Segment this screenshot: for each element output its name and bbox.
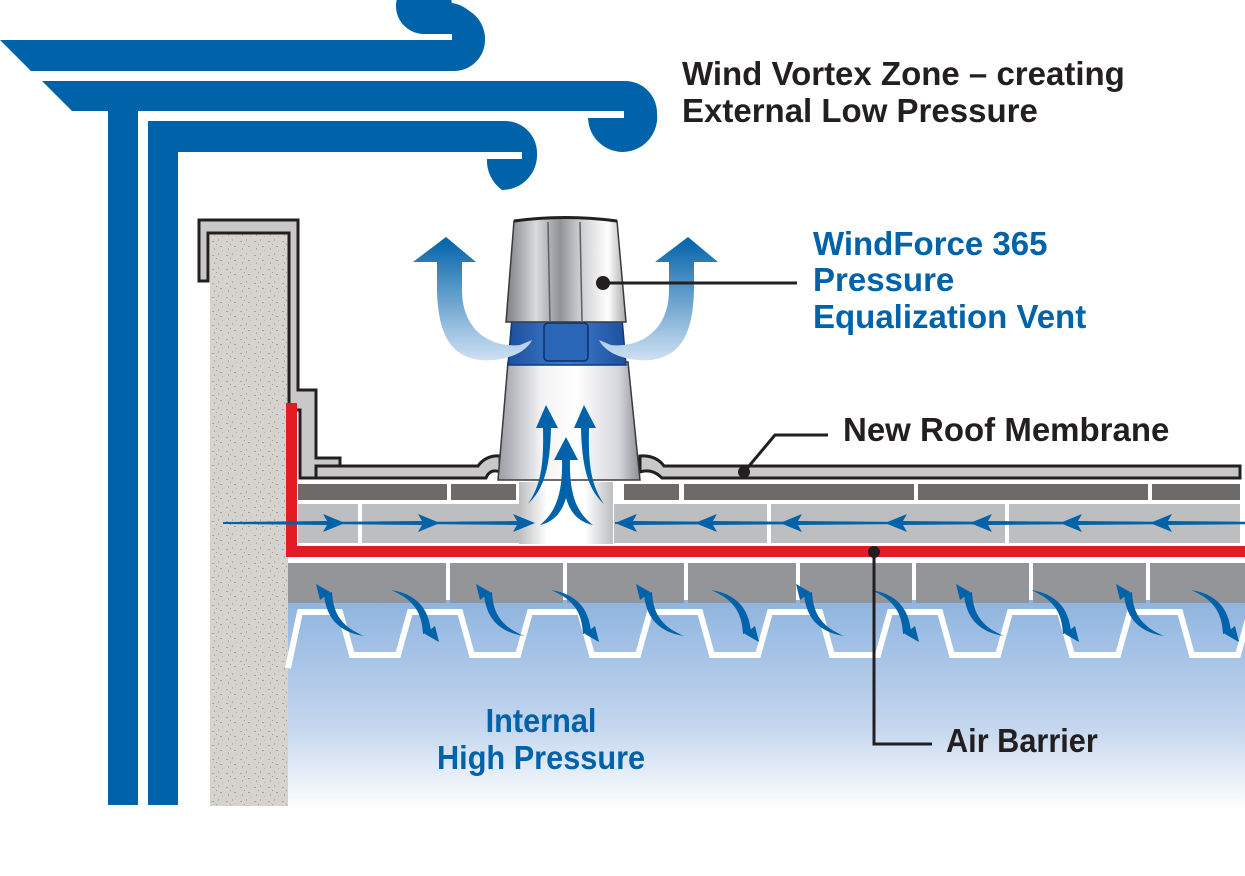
vent-cap-groove <box>547 221 551 323</box>
flow-line <box>298 522 518 524</box>
roof-deck <box>285 600 1245 810</box>
vent-cap-top <box>513 216 618 223</box>
wind-swirl-icon <box>0 0 486 71</box>
vent-base-window <box>543 322 589 362</box>
arrow-icon <box>316 584 364 636</box>
arrow-icon <box>528 405 558 504</box>
arrow-icon <box>1031 590 1079 642</box>
cover-board <box>918 484 1148 500</box>
wind-vortex-label-line2: External Low Pressure <box>682 91 1038 129</box>
vent-label-line2: Pressure <box>813 261 955 299</box>
air-barrier-leader-line <box>872 552 932 746</box>
vent-cap <box>505 217 627 323</box>
insulation-board <box>288 563 446 603</box>
wind-vortex-label: Wind Vortex Zone – creating External Low… <box>682 55 1125 130</box>
cover-board <box>1152 484 1240 500</box>
insulation-board <box>800 563 912 603</box>
arrow-icon <box>871 590 919 642</box>
roof-membrane <box>314 454 502 480</box>
arrow-icon <box>391 590 439 642</box>
arrow-icon <box>711 590 759 642</box>
arrow-icon <box>599 237 718 361</box>
wind-leg <box>148 121 178 805</box>
vent-label-line3: Equalization Vent <box>813 297 1087 335</box>
cover-board <box>451 484 516 500</box>
roof-membrane <box>638 454 1242 480</box>
insulation-board <box>567 563 684 603</box>
cover-board <box>298 484 447 500</box>
insulation-board <box>450 563 563 603</box>
insulation-board <box>688 563 796 603</box>
vent-up-arrows <box>528 405 604 525</box>
dot-icon <box>738 466 750 478</box>
membrane-leader-line <box>742 433 828 473</box>
deck-circulation-arrows <box>316 584 1239 642</box>
insulation-board <box>916 563 1029 603</box>
arrow-icon <box>551 590 599 642</box>
wind-vortex-label-line1: Wind Vortex Zone – creating <box>682 55 1125 92</box>
arrow-icon <box>1191 590 1239 642</box>
arrow-icon <box>223 514 345 532</box>
cover-board <box>684 484 914 500</box>
wind-leg <box>108 95 138 805</box>
vent-cap-groove <box>579 221 583 323</box>
wind-swirl-top <box>422 3 481 40</box>
dot-icon <box>868 546 880 558</box>
air-barrier <box>286 403 1245 557</box>
internal-pressure-label-line1: Internal <box>485 702 597 739</box>
cover-boards <box>298 484 1240 500</box>
lower-insulation-boards <box>288 563 1245 603</box>
parapet-coping <box>197 218 342 480</box>
arrow-icon <box>796 584 844 636</box>
leader-lines <box>603 281 932 746</box>
arrow-icon <box>636 584 684 636</box>
wind-swirl-icon <box>42 81 658 153</box>
flow-line <box>615 522 1240 524</box>
arrow-icon <box>1116 584 1164 636</box>
wind-swirl-icon <box>148 121 538 191</box>
internal-pressure-label-line2: High Pressure <box>437 738 646 776</box>
deck-corrugation <box>285 609 1245 669</box>
wind-streamlines <box>0 0 658 805</box>
vent-label: WindForce 365 Pressure Equalization Vent <box>813 225 1087 335</box>
vent-outflow-arrows <box>413 237 718 361</box>
roof-membrane-label: New Roof Membrane <box>843 411 1170 448</box>
internal-pressure-label: Internal High Pressure <box>437 702 646 777</box>
arrow-icon <box>413 237 532 361</box>
air-barrier-label: Air Barrier <box>946 722 1098 759</box>
leader-dots <box>596 276 880 558</box>
lateral-flow-arrows <box>223 514 1245 532</box>
concrete-parapet-wall <box>210 228 288 806</box>
vent-label-line1: WindForce 365 <box>813 225 1048 262</box>
windforce-365-vent <box>497 216 641 481</box>
cover-board <box>624 484 679 500</box>
arrow-icon <box>956 584 1004 636</box>
dot-icon <box>596 276 610 290</box>
arrow-icon <box>574 405 604 504</box>
insulation-board <box>1150 563 1245 603</box>
arrow-icon <box>540 437 593 525</box>
arrow-icon <box>476 584 524 636</box>
